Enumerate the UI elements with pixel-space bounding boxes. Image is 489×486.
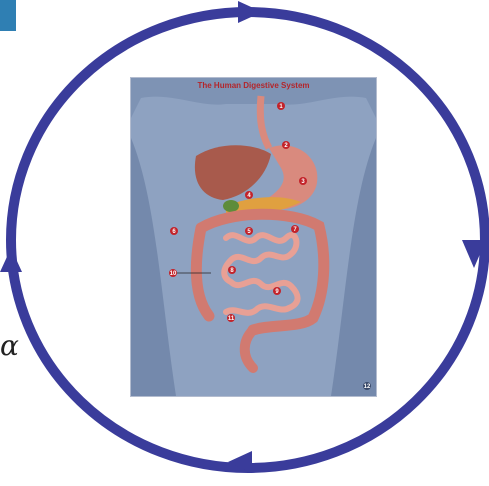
svg-text:11: 11 bbox=[228, 316, 235, 322]
gallbladder bbox=[223, 200, 239, 212]
svg-text:12: 12 bbox=[364, 384, 371, 390]
marker: 3 bbox=[299, 177, 307, 185]
marker: 5 bbox=[245, 227, 253, 235]
marker: 7 bbox=[291, 225, 299, 233]
marker: 4 bbox=[245, 191, 253, 199]
marker: 9 bbox=[273, 287, 281, 295]
cycle-arrow-left bbox=[0, 248, 22, 272]
marker: 12 bbox=[363, 382, 371, 390]
marker: 6 bbox=[170, 227, 178, 235]
marker: 1 bbox=[277, 102, 285, 110]
anatomy-drawing: 1 2 3 4 5 6 7 8 9 10 11 12 bbox=[131, 78, 376, 396]
marker: 10 bbox=[169, 269, 177, 277]
illustration-title: The Human Digestive System bbox=[131, 81, 376, 90]
marker: 8 bbox=[228, 266, 236, 274]
cycle-arrow-top bbox=[238, 1, 262, 23]
marker: 2 bbox=[282, 141, 290, 149]
svg-text:10: 10 bbox=[170, 271, 177, 277]
digestive-system-illustration: 1 2 3 4 5 6 7 8 9 10 11 12 The Human Dig… bbox=[130, 77, 377, 397]
marker: 11 bbox=[227, 314, 235, 322]
